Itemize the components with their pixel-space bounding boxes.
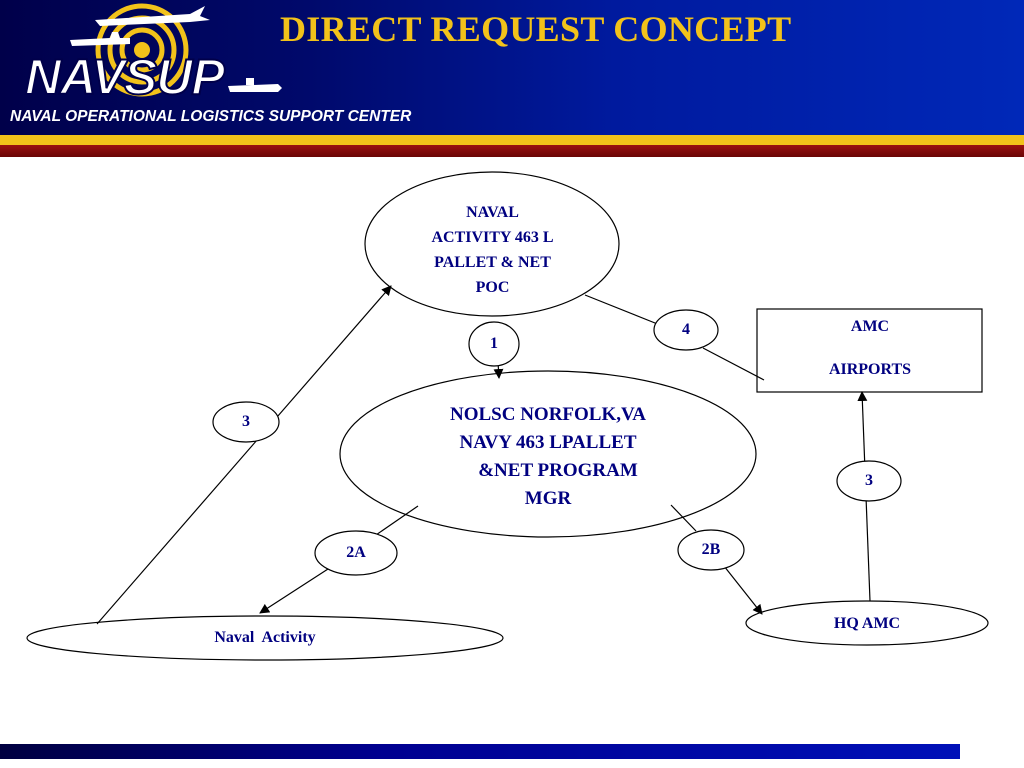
gold-stripe — [0, 135, 1024, 145]
nolsc-label: NOLSC NORFOLK,VA NAVY 463 LPALLET &NET P… — [418, 401, 678, 513]
arrow-step-2a — [259, 568, 329, 614]
naval-activity-poc-line-2: ACTIVITY 463 L — [431, 229, 554, 246]
amc-airports-box — [756, 308, 983, 393]
step-1-bubble — [468, 321, 520, 367]
step-2b-label: 2B — [701, 541, 721, 558]
naval-activity-poc-label: NAVAL ACTIVITY 463 L PALLET & NET POC — [400, 200, 585, 300]
line-step-4-b — [702, 347, 765, 381]
naval-activity-ellipse — [26, 615, 504, 661]
step-3-left-label: 3 — [242, 413, 250, 430]
naval-activity-poc-line-3: PALLET & NET — [434, 254, 551, 271]
hq-amc-label: HQ AMC — [833, 615, 901, 632]
arrow-step-2b — [723, 565, 763, 615]
step-3-left-bubble — [212, 401, 280, 443]
naval-activity-poc-line-1: NAVAL — [466, 204, 519, 221]
line-step-2a — [372, 505, 419, 538]
nolsc-ellipse — [339, 370, 757, 538]
hq-amc-ellipse — [745, 600, 989, 646]
line-step-2b — [670, 504, 697, 532]
nolsc-line-3: &NET PROGRAM — [478, 460, 638, 481]
svg-text:NAVSUP: NAVSUP — [25, 49, 225, 105]
footer-bar — [0, 744, 960, 759]
page-title: DIRECT REQUEST CONCEPT — [280, 9, 792, 49]
airports-label: AIRPORTS — [828, 361, 912, 378]
step-2a-label: 2A — [346, 544, 366, 561]
navsup-logo: NAVSUP — [24, 3, 282, 106]
step-4-bubble — [653, 309, 719, 351]
step-4-label: 4 — [682, 321, 690, 338]
red-stripe — [0, 145, 1024, 157]
organization-subtitle: NAVAL OPERATIONAL LOGISTICS SUPPORT CENT… — [10, 108, 412, 125]
nolsc-line-4: MGR — [524, 488, 572, 509]
line-step-4-a — [584, 294, 661, 326]
naval-activity-label: Naval Activity — [214, 629, 316, 646]
nolsc-line-2: NAVY 463 LPALLET — [459, 432, 637, 453]
step-3-right-bubble — [836, 460, 902, 502]
naval-activity-poc-ellipse — [364, 171, 620, 317]
step-2b-bubble — [677, 529, 745, 571]
step-3-right-label: 3 — [865, 472, 873, 489]
step-2a-bubble — [314, 530, 398, 576]
arrow-step-3-left — [96, 285, 392, 625]
step-1-label: 1 — [490, 335, 498, 352]
amc-label: AMC — [850, 318, 890, 335]
nolsc-line-1: NOLSC NORFOLK,VA — [449, 404, 646, 425]
naval-activity-poc-line-4: POC — [475, 279, 510, 296]
